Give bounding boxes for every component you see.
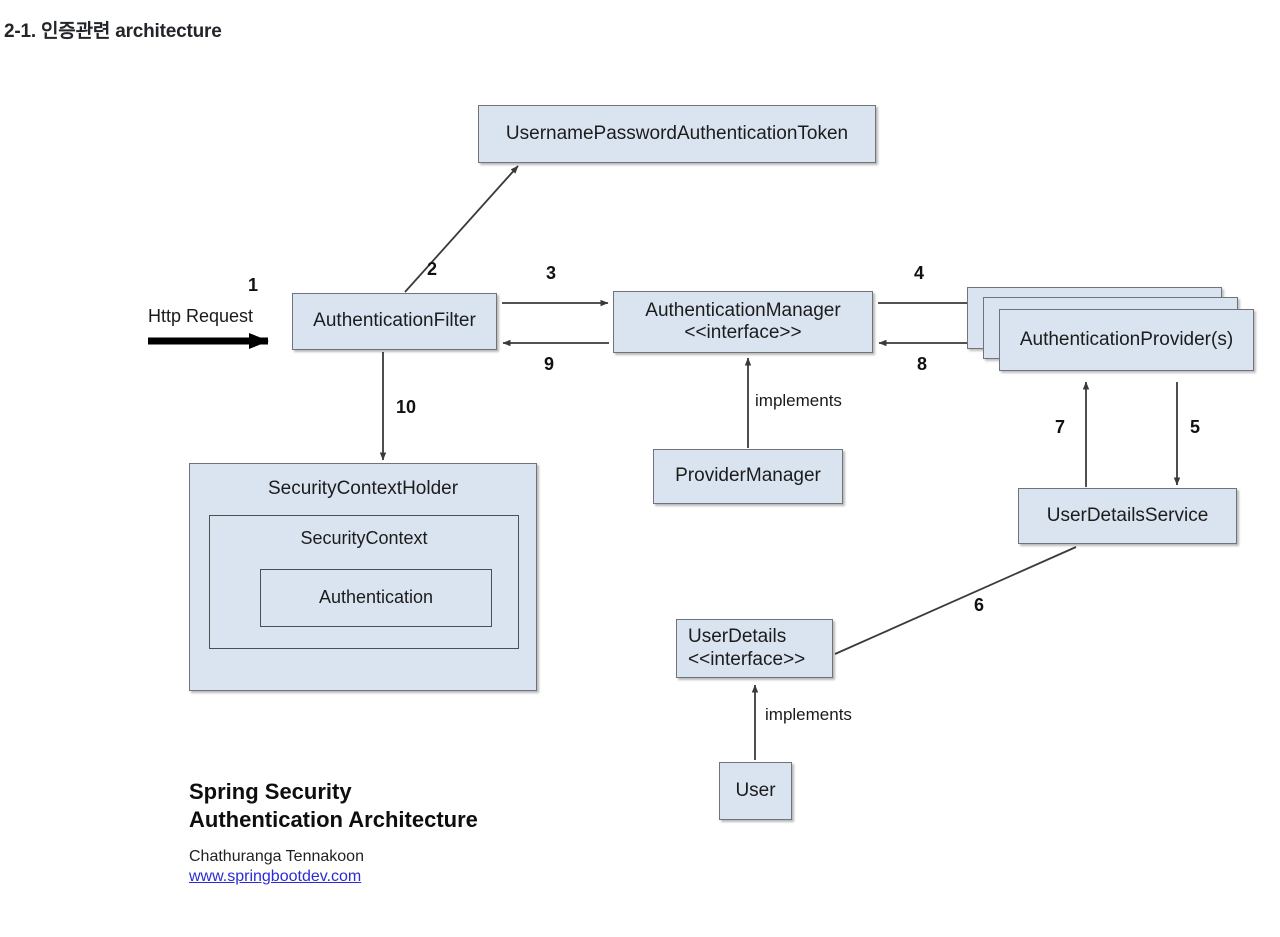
architecture-diagram: UsernamePasswordAuthenticationToken Auth… [0,60,1280,937]
caption-title-line-2: Authentication Architecture [189,807,478,833]
step-number-10: 10 [396,397,417,417]
step-number-5: 5 [1190,417,1201,437]
edge-6-userdetails-to-userdetailsservice [834,546,1077,655]
node-authentication-providers-stack[interactable]: AuthenticationProvider(s) [967,287,1257,379]
step-number-8: 8 [917,354,928,374]
node-username-password-authentication-token[interactable]: UsernamePasswordAuthenticationToken [478,105,876,163]
caption-title-line-1: Spring Security [189,779,352,804]
label-implements-authentication-manager: implements [755,391,842,410]
edge-2-filter-to-token [404,165,519,293]
step-number-7: 7 [1055,417,1066,437]
node-security-context-holder-label: SecurityContextHolder [267,478,459,499]
node-security-context-holder[interactable]: SecurityContextHolder SecurityContext Au… [189,463,537,691]
node-authentication-manager[interactable]: AuthenticationManager <<interface>> [613,291,873,353]
caption-website-link[interactable]: www.springbootdev.com [189,868,362,886]
node-authentication-filter[interactable]: AuthenticationFilter [292,293,497,350]
node-user-details-name: UserDetails [688,626,787,648]
node-authentication-providers[interactable]: AuthenticationProvider(s) [999,309,1254,371]
node-authentication[interactable]: Authentication [260,569,492,627]
step-number-9: 9 [544,354,555,374]
node-authentication-manager-stereotype: <<interface>> [684,322,802,343]
node-security-context-label: SecurityContext [300,528,428,548]
step-number-6: 6 [974,595,985,615]
step-number-1: 1 [248,275,259,295]
diagram-caption: Spring Security Authentication Architect… [189,778,478,886]
node-security-context[interactable]: SecurityContext Authentication [209,515,519,649]
label-implements-user-details: implements [765,705,852,724]
node-user[interactable]: User [719,762,792,820]
step-number-2: 2 [427,259,438,279]
page-title: 2-1. 인증관련 architecture [4,21,222,42]
node-user-details-stereotype: <<interface>> [688,648,806,670]
step-number-3: 3 [546,263,557,283]
caption-author: Chathuranga Tennakoon [189,848,364,866]
node-user-details-service[interactable]: UserDetailsService [1018,488,1237,544]
label-http-request: Http Request [148,306,254,326]
node-authentication-manager-name: AuthenticationManager [645,299,841,321]
node-user-details[interactable]: UserDetails <<interface>> [676,619,833,678]
node-provider-manager[interactable]: ProviderManager [653,449,843,504]
step-number-4: 4 [914,263,925,283]
